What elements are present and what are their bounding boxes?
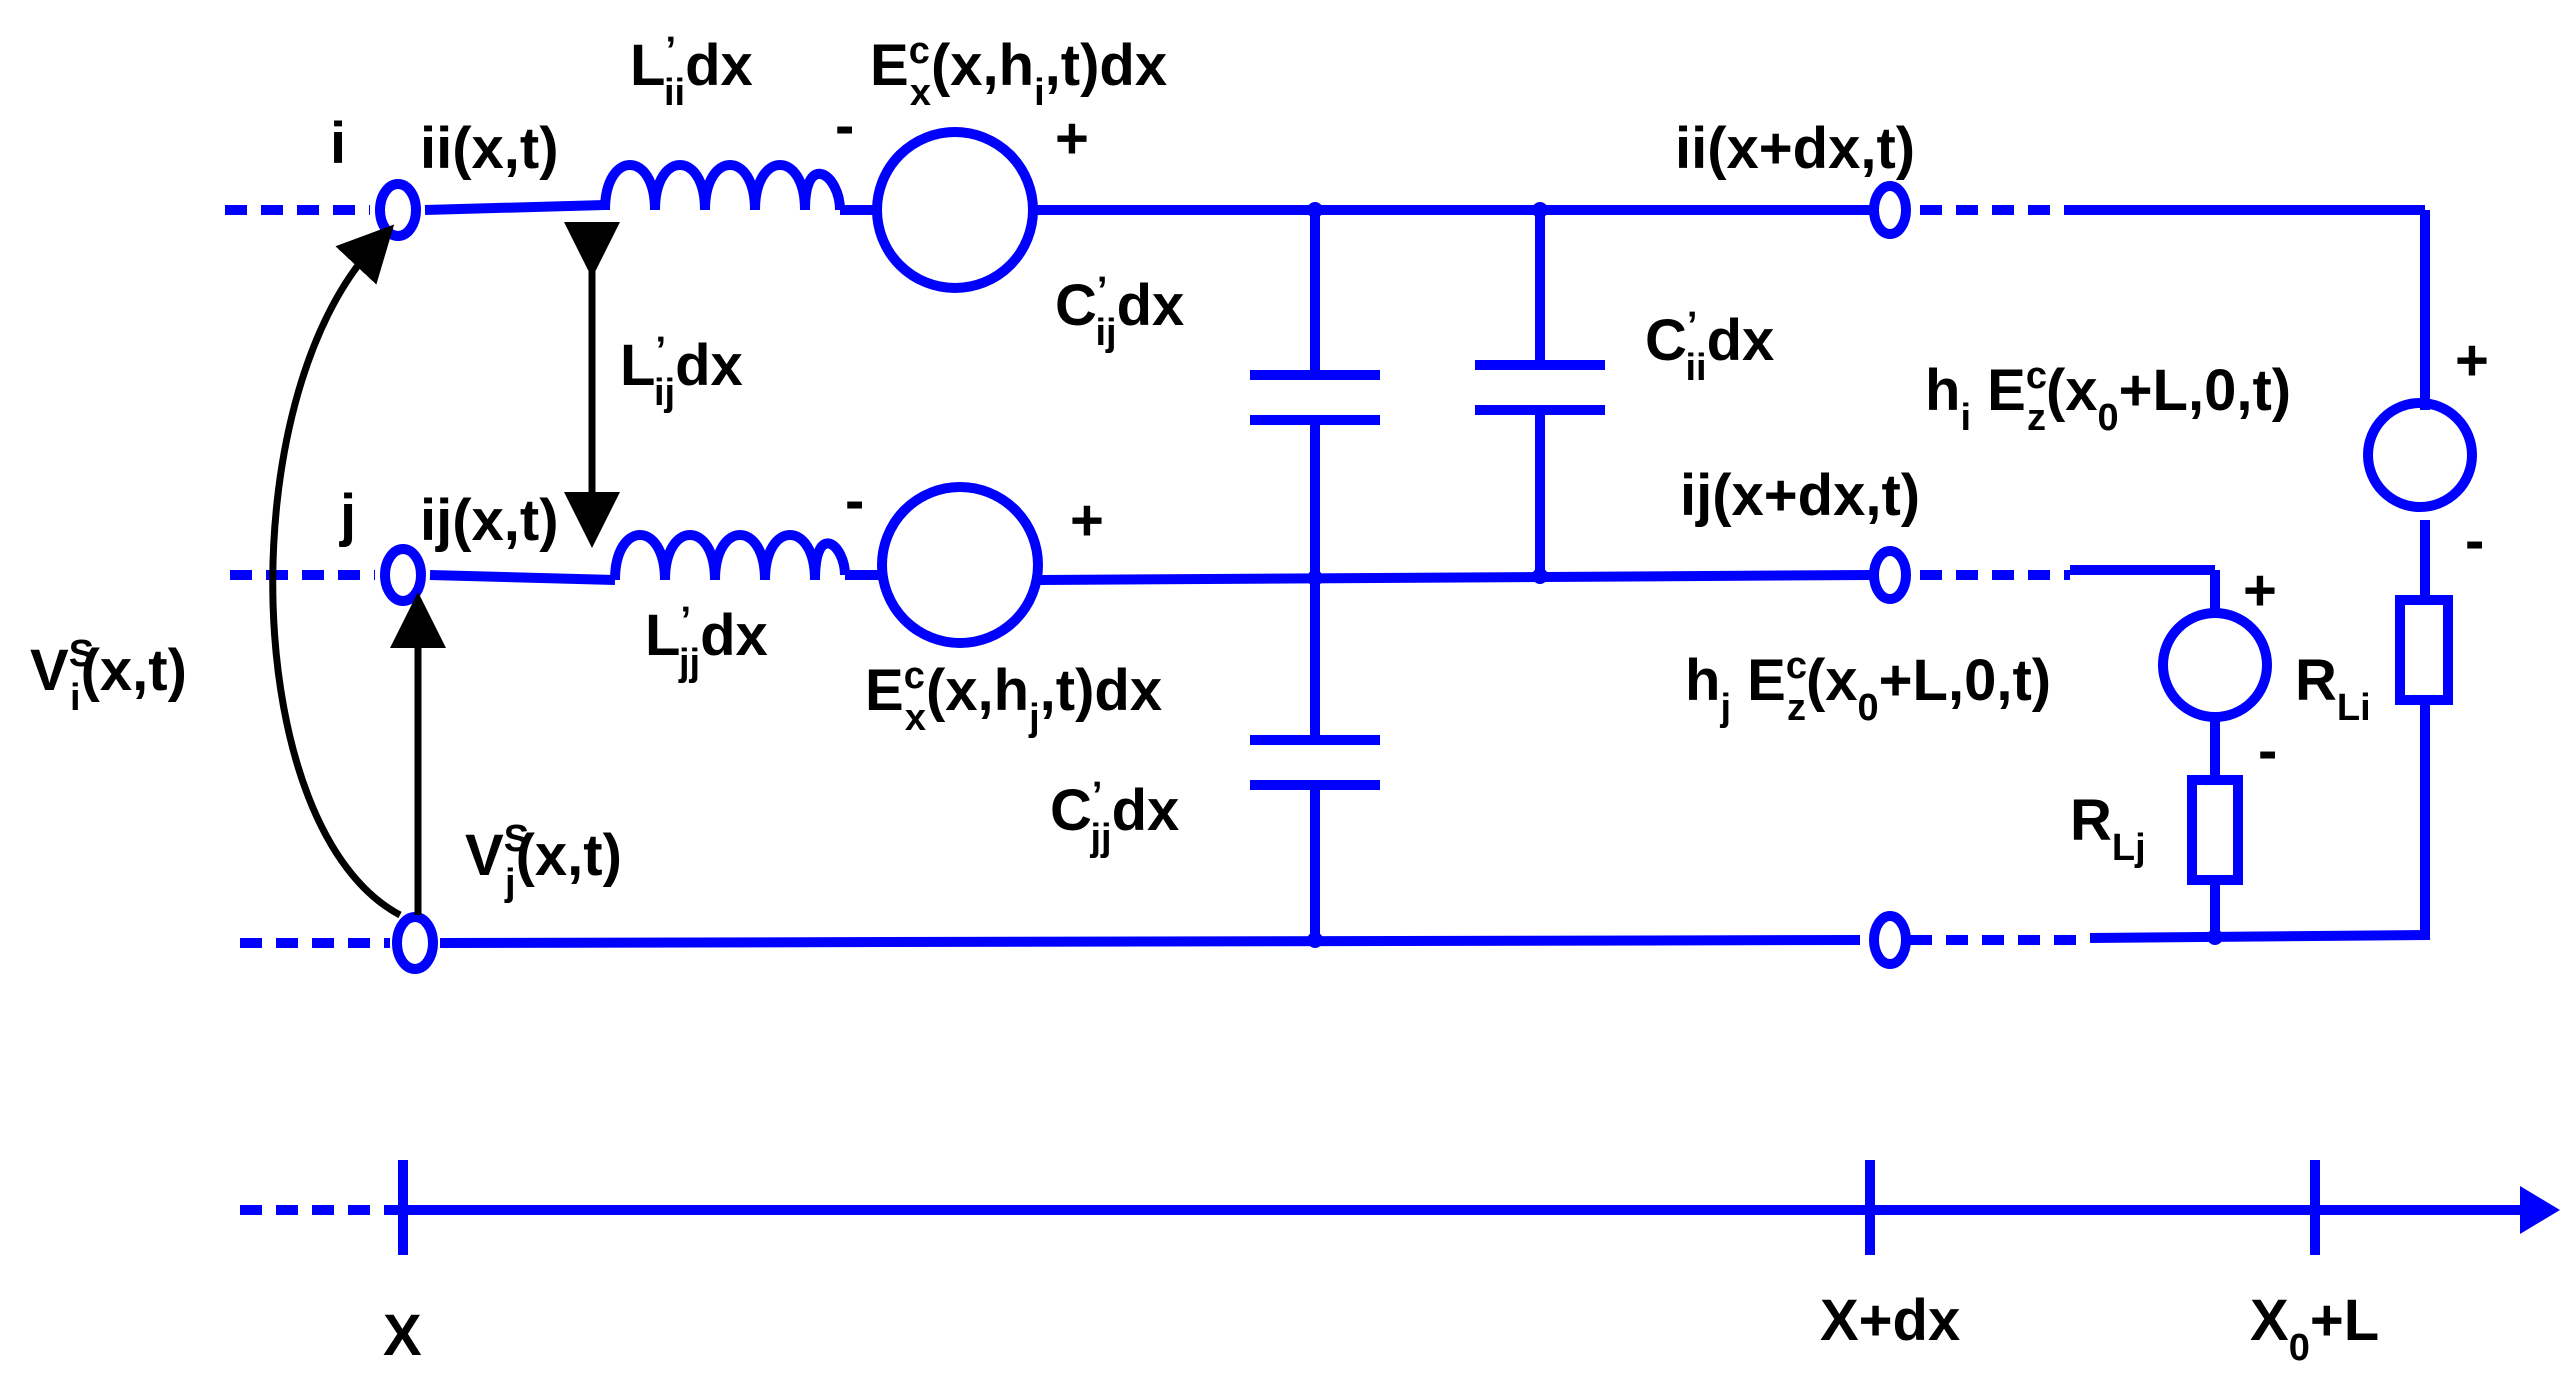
label-rlj: RLj [2070,788,2146,869]
wire-j-1 [429,570,616,585]
terminal-i-left [375,179,421,241]
junction-cij-top [1307,202,1323,218]
terminal-j-right [1869,546,1911,604]
label-ljj: L’jjdx [645,600,768,684]
polarity-exi-plus: + [1055,106,1089,171]
wire-j-3 [1039,570,1871,585]
axis-label-x: X [383,1303,422,1368]
wiring [225,127,2477,974]
label-cjj: C’jjdx [1050,775,1179,859]
axis-label-x0-l: X0+L [2250,1288,2379,1369]
inductor-ljj-coil [610,530,850,581]
label-rli: RLi [2295,648,2371,729]
axis-arrowhead [2520,1186,2560,1234]
current-ii-xdx: ii(x+dx,t) [1675,116,1915,181]
source-ex-i [872,127,1038,293]
wire-ref-2 [2089,930,2431,943]
polarity-ljj-minus: - [845,468,864,533]
polarity-ezj-minus: - [2258,718,2277,783]
polarity-ezi-plus: + [2455,328,2489,393]
polarity-ezj-plus: + [2243,558,2277,623]
wire-ref-1 [439,935,1861,948]
junction-cij-j [1307,570,1323,586]
node-i-label: i [330,111,346,176]
node-j-label: j [339,483,356,548]
labels: i j ii(x,t) ij(x,t) ii(x+dx,t) ij(x+dx,t… [30,30,2489,1369]
resistor-rli [2395,595,2453,705]
wire-i-1 [424,200,606,215]
current-ij-x: ij(x,t) [420,488,559,553]
current-ii-x: ii(x,t) [420,116,559,181]
junctions [1307,202,2223,948]
source-ex-j [877,482,1043,648]
inductor-lii-coil [600,160,845,211]
polarity-ezi-minus: - [2465,508,2484,573]
annotation-arrows [269,222,620,919]
label-lii: L’iidx [630,30,753,114]
terminal-j-left [380,544,426,606]
polarity-lii-minus: - [835,93,854,158]
current-ij-xdx: ij(x+dx,t) [1680,463,1920,528]
terminal-i-right [1869,181,1911,239]
source-ez-i [2363,398,2477,512]
axis-label-x-dx: X+dx [1820,1288,1960,1353]
junction-cii-top [1532,202,1548,218]
source-ez-j [2158,608,2272,722]
label-lij: L’ijdx [620,330,743,414]
junction-ref-c [1307,932,1323,948]
resistor-rlj [2187,775,2243,885]
label-cij: C’ijdx [1055,270,1184,354]
junction-cii-j [1532,568,1548,584]
label-cii: C’iidx [1645,305,1774,389]
terminal-ref-right [1869,911,1911,969]
polarity-exj-plus: + [1070,488,1104,553]
junction-ref-rlj [2207,929,2223,945]
terminal-ref-left [392,912,438,974]
position-axis [240,1160,2525,1255]
arrow-vsi [269,224,402,919]
